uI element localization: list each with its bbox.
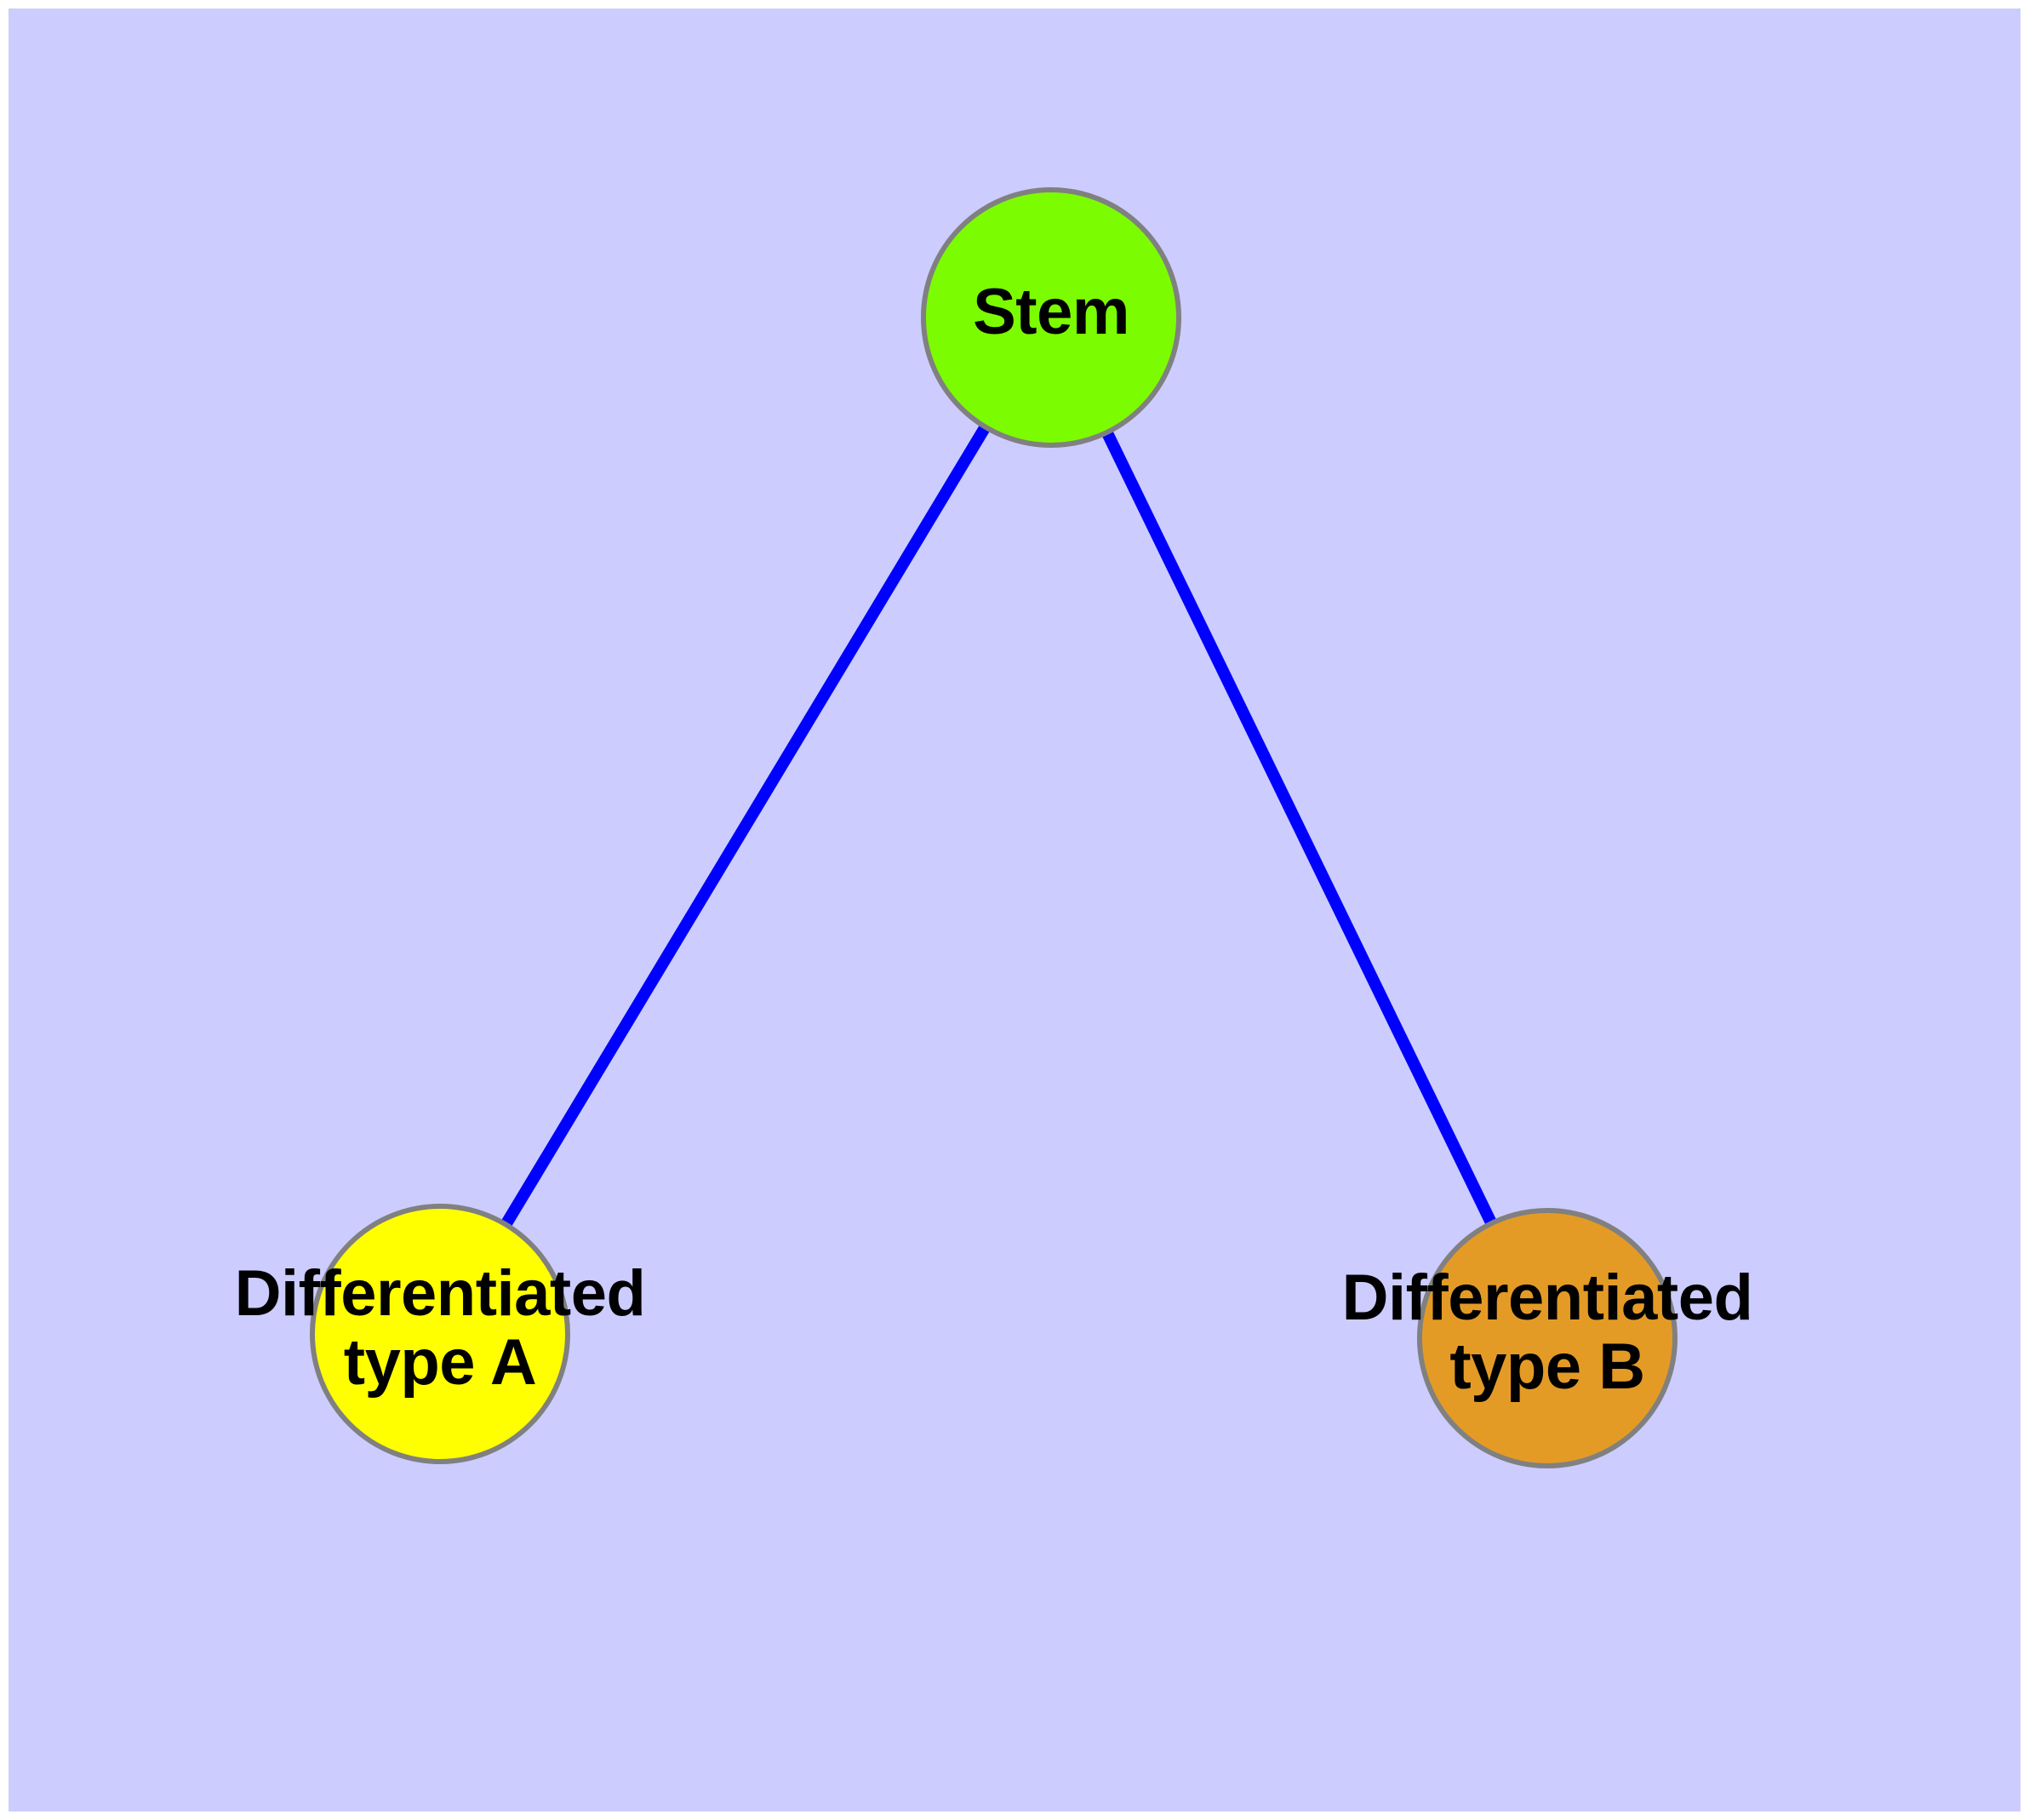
diagram-background [9, 9, 2020, 1811]
